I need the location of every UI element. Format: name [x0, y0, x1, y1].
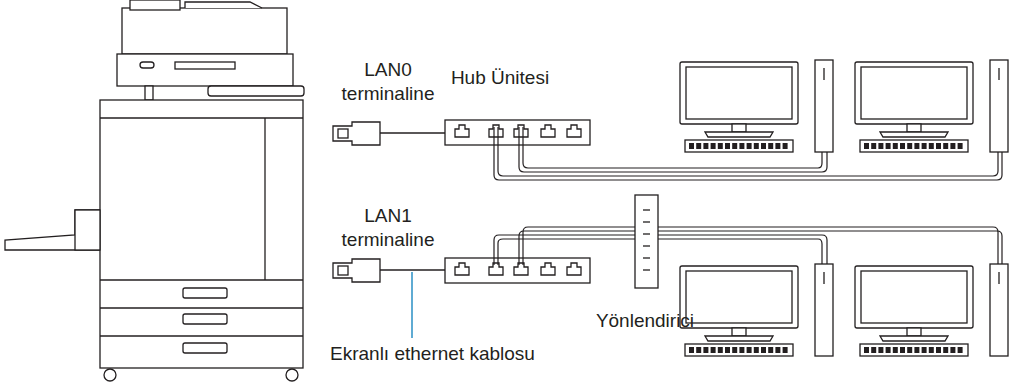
terminal-label: LAN1 terminaline	[330, 204, 446, 252]
router	[635, 195, 658, 288]
node-label: Yönlendirici	[575, 309, 715, 333]
callout-label: Ekranlı ethernet kablosu	[330, 342, 590, 366]
hub-ports	[455, 125, 581, 275]
lan0-cable	[333, 122, 448, 145]
hub-unit: Hub Ünitesi	[450, 66, 550, 90]
terminal-label: LAN0 terminaline	[330, 58, 446, 106]
node-label: Hub Ünitesi	[450, 66, 550, 90]
top-wires	[494, 127, 1002, 180]
hub-top	[445, 120, 590, 145]
router-unit: Yönlendirici	[575, 309, 715, 333]
printer	[5, 0, 304, 381]
computers	[680, 60, 1008, 356]
lan1-cable	[333, 258, 590, 283]
callout-leader	[411, 272, 413, 338]
bottom-wires	[494, 227, 1002, 265]
